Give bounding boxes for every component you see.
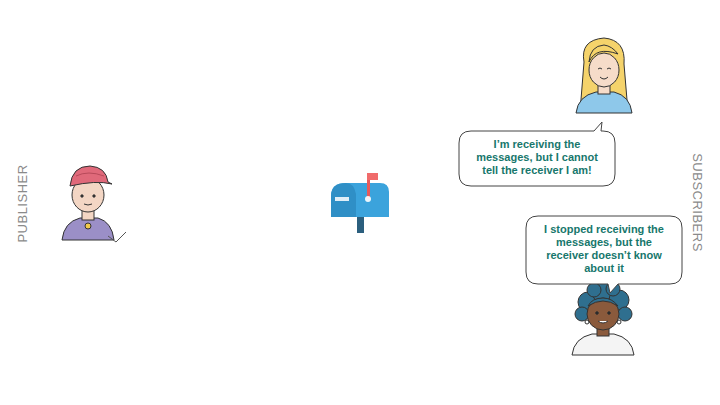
role-label: SUBSCRIBERS (689, 153, 704, 252)
bubble-text: I’m receiving the messages, but I cannot… (459, 131, 615, 184)
subscriber-figure (572, 281, 634, 355)
publisher-figure (62, 166, 126, 242)
bubble-border (459, 122, 615, 186)
bubble-text: I stopped receiving the messages, but th… (526, 216, 682, 282)
subscriber-figure (576, 38, 632, 113)
speech-bubble: I’m receiving the messages, but I cannot… (459, 131, 615, 186)
mailbox-icon (331, 173, 389, 233)
role-label: PUBLISHER (15, 164, 30, 242)
bubble-border (526, 216, 682, 293)
speech-bubble: I stopped receiving the messages, but th… (526, 216, 682, 284)
